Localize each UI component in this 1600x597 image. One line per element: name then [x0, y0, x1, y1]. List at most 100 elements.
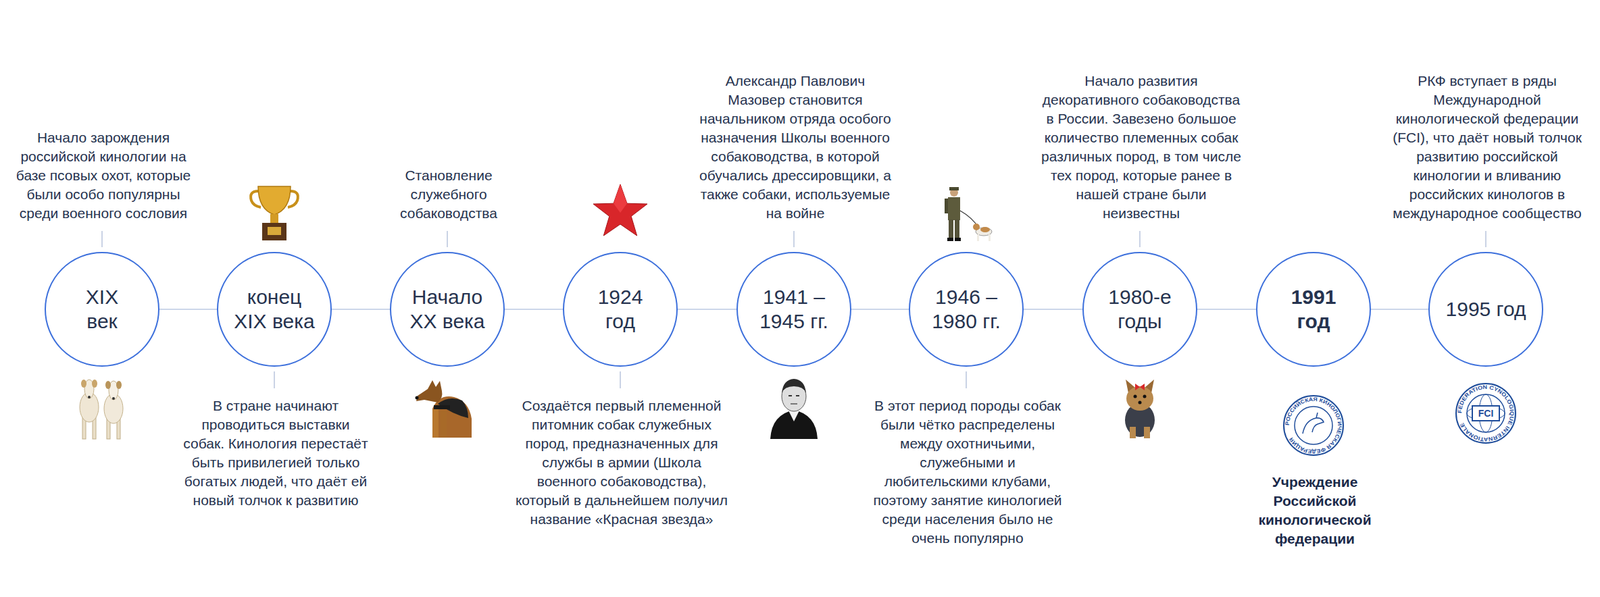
leader-line — [101, 231, 103, 248]
event-description: Становление служебного собаководства — [391, 166, 507, 223]
trophy — [262, 222, 287, 241]
leader-line — [619, 371, 621, 389]
fci-logo: FEDERATION CYNOLOGIQUE INTERNATIONALE FC… — [1456, 383, 1516, 444]
soldier-with-dog — [972, 223, 980, 231]
timeline-circle: 1946 – 1980 гг.В этот период породы соба… — [908, 252, 1024, 367]
trophy — [270, 214, 279, 223]
timeline-connector — [851, 308, 909, 311]
shepherd-dog — [432, 409, 439, 438]
event-description: Создаётся первый племенной питомник соба… — [513, 396, 730, 530]
rkf-logo — [1283, 395, 1344, 456]
timeline-connector — [504, 308, 563, 311]
event-description: В стране начинают проводиться выставки с… — [181, 396, 371, 511]
timeline-circle: Начало XX векаСтановление служебного соб… — [389, 252, 505, 367]
soldier-with-dog — [944, 187, 992, 242]
yorkie — [1125, 379, 1155, 439]
yorkie — [1143, 395, 1147, 399]
borzoi-dogs — [79, 379, 99, 440]
red-star — [593, 184, 648, 236]
shepherd-dog — [416, 380, 442, 403]
timeline-circle: 1995 годРКФ вступает в ряды Международно… — [1428, 252, 1544, 367]
soldier-with-dog — [949, 187, 959, 191]
soldier-with-dog — [954, 237, 961, 242]
period-label: 1980-е годы — [1094, 285, 1186, 334]
yorkie — [1133, 395, 1138, 399]
period-label: 1995 год — [1431, 297, 1540, 322]
portrait — [788, 410, 800, 422]
timeline-circle: XIX векНачало зарождения российской кино… — [44, 252, 160, 367]
timeline-connector — [1370, 308, 1429, 311]
portrait — [770, 379, 818, 440]
yorkie — [1138, 401, 1142, 405]
borzoi-dogs — [81, 379, 87, 388]
period-label: 1991 год — [1286, 285, 1341, 334]
event-description: Александр Павлович Мазовер становится на… — [697, 71, 894, 223]
soldier-with-dog — [948, 219, 954, 240]
logo-ring-text: РОССИЙСКАЯ КИНОЛОГИЧЕСКАЯ ФЕДЕРАЦИЯ — [1284, 396, 1343, 455]
rkf-logo — [1302, 412, 1324, 434]
shepherd-dog — [415, 396, 419, 400]
timeline-circle: конец XIX векаВ стране начинают проводит… — [216, 252, 332, 367]
fci-logo — [1466, 394, 1505, 433]
soldier-with-dog — [988, 234, 991, 242]
timeline-circle: 1980-е годыНачало развития декоративного… — [1082, 252, 1198, 367]
fci-logo — [1456, 383, 1516, 444]
timeline-connector — [1023, 308, 1083, 311]
red-star — [593, 184, 648, 236]
timeline-connector — [159, 308, 217, 311]
portrait — [770, 410, 818, 440]
shepherd-dog — [433, 405, 450, 410]
borzoi-dogs — [87, 395, 91, 399]
borzoi-dogs — [79, 379, 123, 440]
borzoi-dogs — [91, 379, 98, 388]
portrait — [788, 395, 792, 397]
period-label: Начало XX века — [402, 285, 494, 334]
yorkie — [1135, 383, 1145, 391]
rkf-logo: РОССИЙСКАЯ КИНОЛОГИЧЕСКАЯ ФЕДЕРАЦИЯ — [1283, 395, 1344, 456]
logo-ring-text: РОССИЙСКАЯ КИНОЛОГИЧЕСКАЯ ФЕДЕРАЦИЯ — [1284, 396, 1343, 455]
event-description: В этот период породы собак были чётко ра… — [866, 396, 1069, 548]
timeline-circle: 1941 – 1945 гг.Александр Павлович Мазове… — [736, 252, 852, 367]
shepherd-dog — [415, 380, 473, 438]
leader-line — [273, 371, 275, 389]
borzoi-dogs — [105, 381, 111, 390]
yorkie — [1143, 427, 1150, 439]
portrait — [781, 379, 807, 394]
event-description: Начало развития декоративного собаководс… — [1039, 71, 1243, 223]
borzoi-dogs — [104, 393, 123, 424]
logo-ring-text: FEDERATION CYNOLOGIQUE INTERNATIONALE — [1456, 384, 1515, 443]
fci-logo — [1472, 406, 1500, 421]
logo-text: FCI — [1478, 408, 1494, 419]
period-label: 1924 год — [593, 285, 648, 334]
timeline-connector — [1197, 308, 1257, 311]
leader-line — [1139, 231, 1141, 248]
fci-logo — [1466, 406, 1505, 421]
rkf-logo — [1294, 406, 1333, 445]
leader-line — [102, 231, 1486, 389]
soldier-with-dog — [980, 227, 990, 233]
leader-line — [446, 231, 448, 248]
leader-line — [793, 231, 795, 248]
timeline-circle: 1991 годУчреждение Российской кинологиче… — [1256, 252, 1371, 367]
timeline-circle: 1924 годСоздаётся первый племенной питом… — [562, 252, 678, 367]
event-description: Учреждение Российской кинологической фед… — [1240, 472, 1390, 549]
period-label: 1946 – 1980 гг. — [920, 285, 1013, 334]
portrait — [795, 395, 800, 397]
yorkie — [1129, 427, 1136, 439]
event-description: РКФ вступает в ряды Международной киноло… — [1389, 71, 1586, 223]
timeline-connector — [331, 308, 390, 311]
shepherd-dog — [440, 410, 447, 438]
event-description: Начало зарождения российской кинологии н… — [8, 128, 198, 223]
soldier-with-dog — [947, 237, 954, 242]
soldier-with-dog — [954, 219, 960, 240]
borzoi-dogs — [79, 392, 99, 423]
leader-line — [1485, 231, 1487, 248]
borzoi-dogs — [104, 381, 123, 440]
soldier-with-dog — [947, 197, 961, 221]
yorkie — [1126, 386, 1154, 411]
shepherd-dog — [432, 396, 472, 438]
trophy — [258, 186, 291, 215]
borzoi-dogs — [116, 381, 122, 390]
trophy — [267, 227, 282, 236]
